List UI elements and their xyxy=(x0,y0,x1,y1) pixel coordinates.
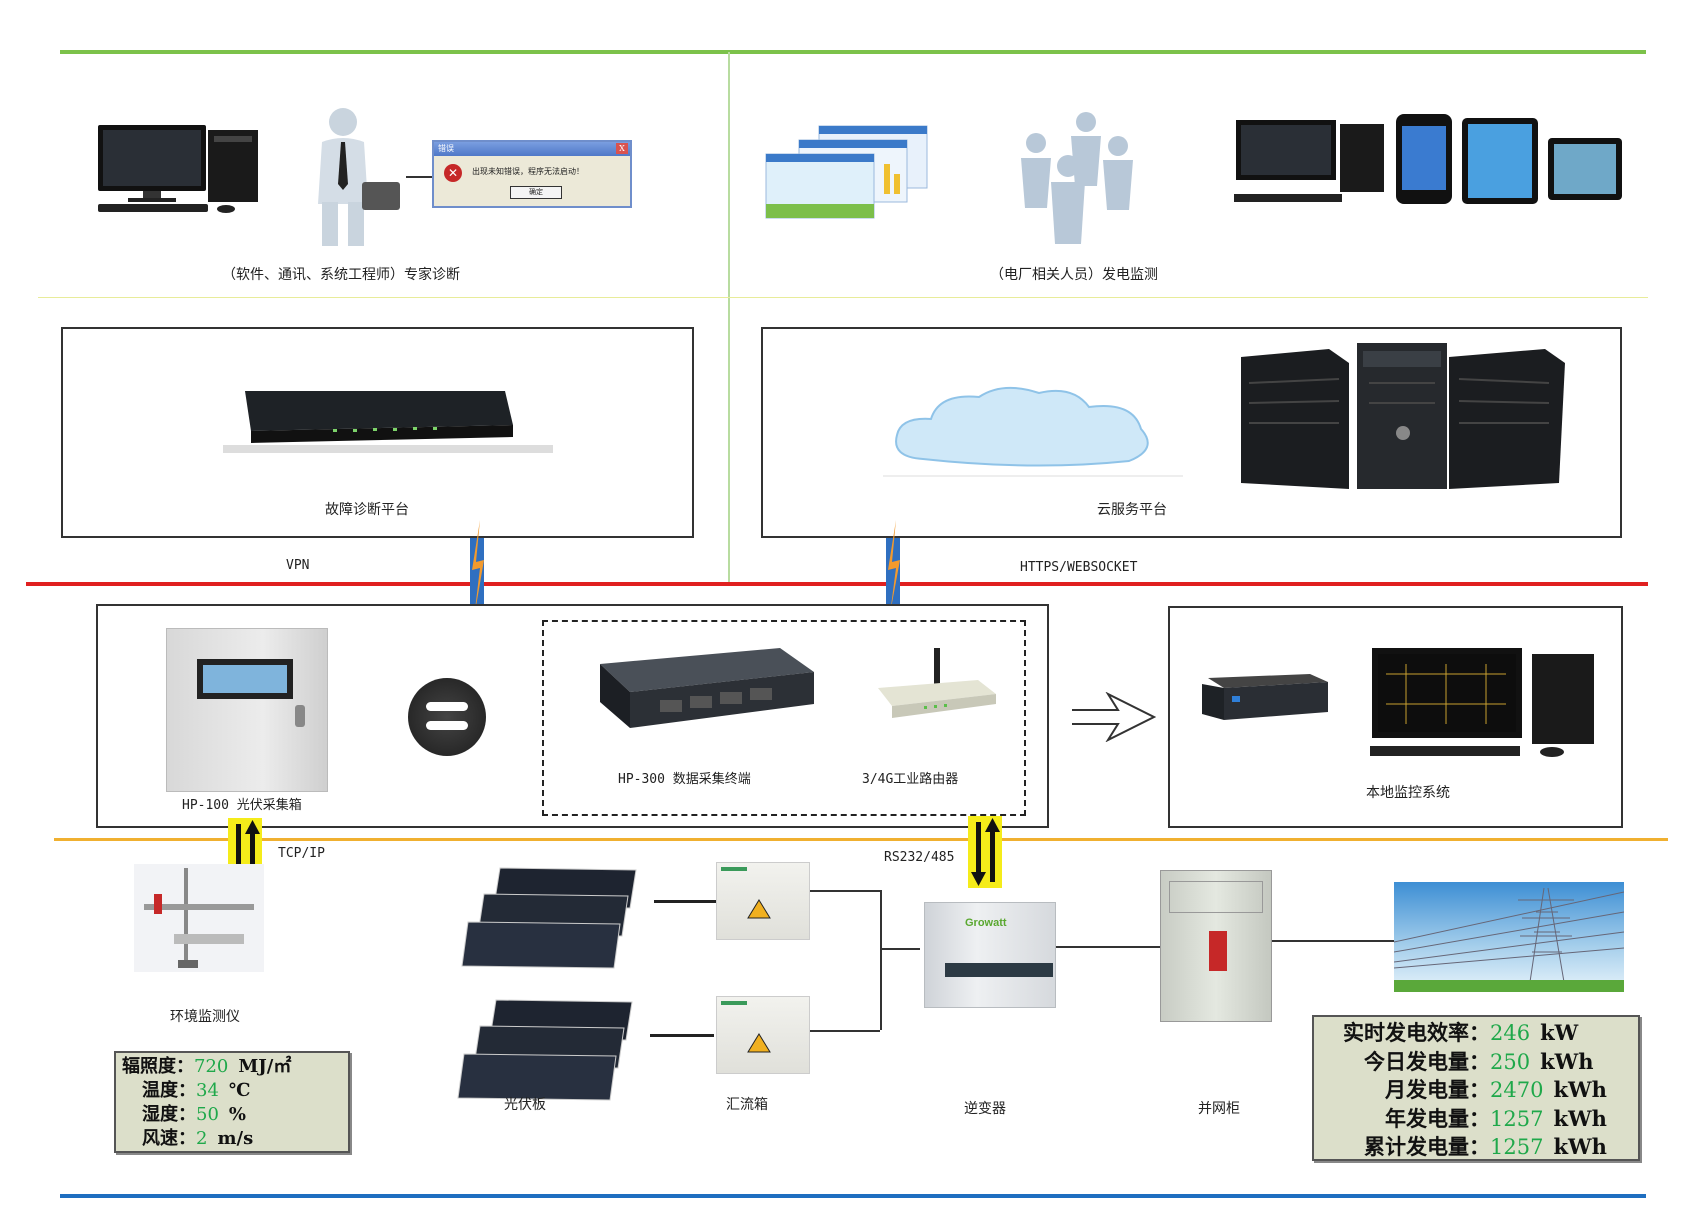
combiner-box-bottom-illustration xyxy=(716,996,810,1074)
dialog-ok-button[interactable]: 确定 xyxy=(510,186,562,199)
https-link-lightning-icon xyxy=(884,520,902,614)
local-workstation-illustration xyxy=(1366,644,1602,762)
staff-group-illustration xyxy=(1006,108,1146,248)
inverter-illustration: Growatt xyxy=(924,902,1056,1008)
combiner-top-to-bus xyxy=(808,890,880,892)
grid-cabinet-illustration xyxy=(1160,870,1272,1022)
env-row-humidity: 湿度：50% xyxy=(142,1104,247,1125)
env-monitor-label: 环境监测仪 xyxy=(170,1009,240,1025)
fault-diagnosis-label: 故障诊断平台 xyxy=(325,502,409,518)
inverter-label: 逆变器 xyxy=(964,1101,1006,1117)
dialog-message: 出现未知错误，程序无法启动！ xyxy=(472,167,584,176)
power-monitoring-caption: （电厂相关人员）发电监测 xyxy=(990,267,1158,283)
combiner-box-top-illustration xyxy=(716,862,810,940)
rs-bidirectional-arrow-icon xyxy=(968,816,1002,888)
fault-diagnosis-platform-box: 故障诊断平台 xyxy=(61,327,694,538)
inverter-brand: Growatt xyxy=(965,917,1007,929)
dialog-title: 错误 xyxy=(438,144,454,153)
dialog-close-button[interactable]: X xyxy=(616,143,628,154)
cloud-service-label: 云服务平台 xyxy=(1097,502,1167,518)
desktop-computer-illustration xyxy=(96,120,261,215)
collection-system-box: HP-100 光伏采集箱 HP-300 数据采集终端 3/4G工业路由器 xyxy=(96,604,1049,828)
expert-diagnosis-caption: （软件、通讯、系统工程师）专家诊断 xyxy=(222,267,460,283)
combiner-bottom-to-bus xyxy=(808,1030,880,1032)
gateway-dashed-group: HP-300 数据采集终端 3/4G工业路由器 xyxy=(542,620,1026,816)
grid-cabinet-label: 并网柜 xyxy=(1198,1101,1240,1117)
weather-station-illustration xyxy=(134,864,264,972)
pv-to-combiner-line-bottom xyxy=(650,1034,714,1037)
env-row-temperature: 温度：34℃ xyxy=(142,1080,251,1101)
vpn-link-lightning-icon xyxy=(468,520,486,618)
top-yellow-divider xyxy=(38,297,1648,298)
https-label: HTTPS/WEBSOCKET xyxy=(1020,560,1138,575)
engineer-figure-illustration xyxy=(308,104,408,254)
cloud-service-platform-box: 云服务平台 xyxy=(761,327,1622,538)
top-green-line xyxy=(60,50,1646,54)
nvr-device-illustration xyxy=(1200,668,1330,722)
cabinet-to-grid xyxy=(1270,940,1394,942)
pv-to-combiner-line-top xyxy=(654,900,716,903)
internet-red-line xyxy=(26,582,1648,586)
monitoring-screens-illustration xyxy=(764,124,930,224)
vpn-label: VPN xyxy=(286,558,310,573)
pv-panel-label: 光伏板 xyxy=(504,1097,546,1113)
collector-cabinet-illustration xyxy=(166,628,328,792)
bus-to-inverter xyxy=(880,948,920,950)
pv-panel-group-bottom xyxy=(456,996,636,1106)
network-switch-illustration xyxy=(223,385,563,455)
pv-panel-group-top xyxy=(460,864,640,974)
devices-illustration xyxy=(1232,110,1624,206)
cloud-icon xyxy=(883,379,1183,479)
bottom-blue-line xyxy=(60,1194,1646,1198)
router-label: 3/4G工业路由器 xyxy=(862,772,959,787)
field-orange-line xyxy=(54,838,1668,841)
inverter-to-cabinet xyxy=(1054,946,1166,948)
vertical-divider xyxy=(728,52,730,584)
combiner-bus-vertical xyxy=(880,890,882,1030)
local-monitoring-box: 本地监控系统 xyxy=(1168,606,1623,828)
connector-line xyxy=(406,176,432,178)
error-icon: ✕ xyxy=(444,164,462,182)
data-terminal-label: HP-300 数据采集终端 xyxy=(618,772,751,787)
tcp-ip-label: TCP/IP xyxy=(278,846,325,861)
router-illustration xyxy=(874,648,998,728)
combiner-box-label: 汇流箱 xyxy=(726,1097,768,1113)
data-terminal-illustration xyxy=(580,642,820,742)
transmission-tower-illustration xyxy=(1394,882,1624,992)
error-dialog: 错误 X ✕ 出现未知错误，程序无法启动！ 确定 xyxy=(432,140,632,208)
collector-box-label: HP-100 光伏采集箱 xyxy=(182,798,302,813)
rs232-485-label: RS232/485 xyxy=(884,850,955,865)
right-arrow-icon xyxy=(1070,691,1157,743)
equals-icon xyxy=(408,678,486,756)
local-monitoring-label: 本地监控系统 xyxy=(1366,785,1450,801)
server-towers-illustration xyxy=(1239,343,1565,489)
